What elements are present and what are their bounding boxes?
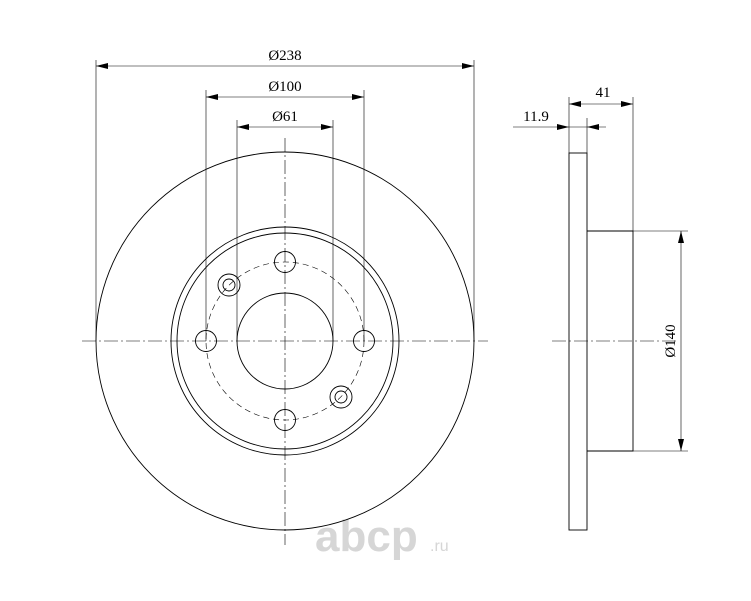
watermark-brand: abcp bbox=[315, 512, 418, 561]
locating-hole-outer bbox=[217, 273, 241, 297]
overall-height-label: 41 bbox=[596, 85, 611, 101]
disc-plate-profile bbox=[568, 152, 588, 531]
bolt-hole bbox=[274, 409, 296, 431]
watermark-domain: .ru bbox=[430, 538, 449, 555]
center-bore-dimension: Ø61 bbox=[236, 109, 334, 341]
bolt-hole bbox=[274, 251, 296, 273]
hub-diameter-label: Ø140 bbox=[663, 324, 679, 357]
hub-inner-circle bbox=[176, 232, 394, 450]
locating-hole-outer bbox=[329, 385, 353, 409]
bolt-circle-dimension: Ø100 bbox=[205, 79, 365, 341]
overall-height-dimension: 41 bbox=[568, 85, 634, 231]
hub-hat-profile bbox=[587, 230, 634, 452]
bolt-circle-label: Ø100 bbox=[268, 79, 301, 95]
hub-diameter-dimension: Ø140 bbox=[633, 230, 688, 452]
front-view: Ø238 Ø100 Ø61 bbox=[82, 48, 488, 545]
outer-diameter-label: Ø238 bbox=[268, 48, 301, 64]
abcp-watermark: abcp .ru bbox=[315, 512, 449, 561]
locating-hole-inner bbox=[334, 390, 348, 404]
disc-thickness-dimension: 11.9 bbox=[513, 109, 606, 153]
hub-outer-circle bbox=[170, 226, 400, 456]
disc-thickness-label: 11.9 bbox=[523, 109, 549, 125]
center-bore-label: Ø61 bbox=[272, 109, 298, 125]
locating-hole-inner bbox=[222, 278, 236, 292]
outer-diameter-dimension: Ø238 bbox=[95, 48, 475, 341]
side-view: 41 11.9 Ø140 bbox=[513, 85, 688, 531]
